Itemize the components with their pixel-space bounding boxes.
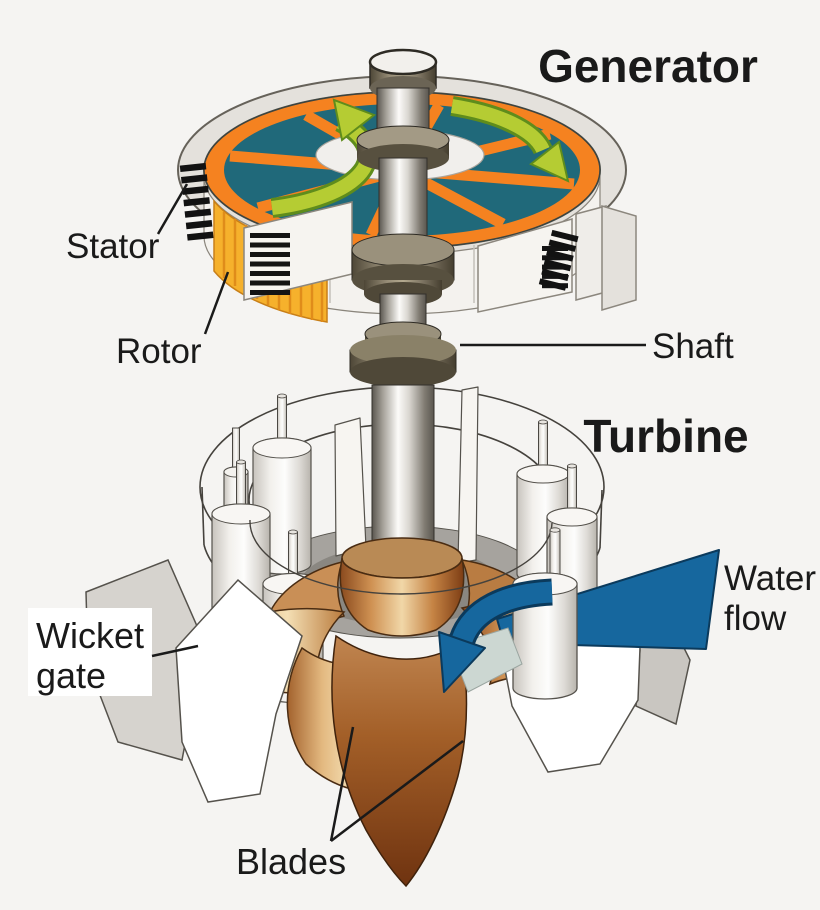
blades-leader-line2 [330, 740, 464, 842]
blades-label: Blades [236, 841, 346, 882]
shaft-collar1-top [351, 233, 455, 267]
rotation-arrow-right-icon [450, 96, 570, 183]
base-wedge-front-left [175, 578, 303, 803]
wicket-gate-label-line1: Wicket [36, 615, 144, 656]
guide-vane-left [334, 417, 367, 557]
housing-end-plate-inner [575, 205, 607, 301]
guide-vane-right [457, 386, 479, 564]
water-flow-label-line1: Water [724, 559, 816, 598]
water-flow-curved-arrow-icon [438, 578, 553, 693]
stator-leader-line [156, 183, 189, 235]
housing-outline-front [249, 519, 553, 595]
housing-end-plate-outer [601, 204, 637, 312]
rotor-leader-line [203, 271, 230, 335]
shaft-collar2-band-top [350, 335, 456, 365]
stator-windings-right [538, 229, 579, 291]
rotor-label: Rotor [116, 332, 202, 371]
turbine-title: Turbine [583, 410, 748, 462]
wicket-gate-label-box [28, 608, 152, 696]
cutaway-panel-right [477, 218, 573, 313]
wicket-gate-label-line2: gate [36, 655, 106, 696]
shaft-collar2-bottom [350, 357, 456, 387]
stator-label: Stator [66, 227, 160, 266]
water-flow-label-line2: flow [724, 599, 787, 638]
stator-windings-left [179, 162, 214, 241]
stator-winding-bars-panel-left [250, 233, 290, 295]
wicket-gate-leader-line [151, 644, 199, 658]
generator-title: Generator [538, 40, 758, 92]
rotation-arrow-left-icon [270, 98, 378, 218]
shaft-label: Shaft [652, 327, 734, 366]
labels: Generator Turbine Stator Rotor Shaft Wat… [28, 40, 816, 882]
blades-leader-line1 [329, 726, 355, 842]
shaft-cap-top [368, 48, 438, 76]
